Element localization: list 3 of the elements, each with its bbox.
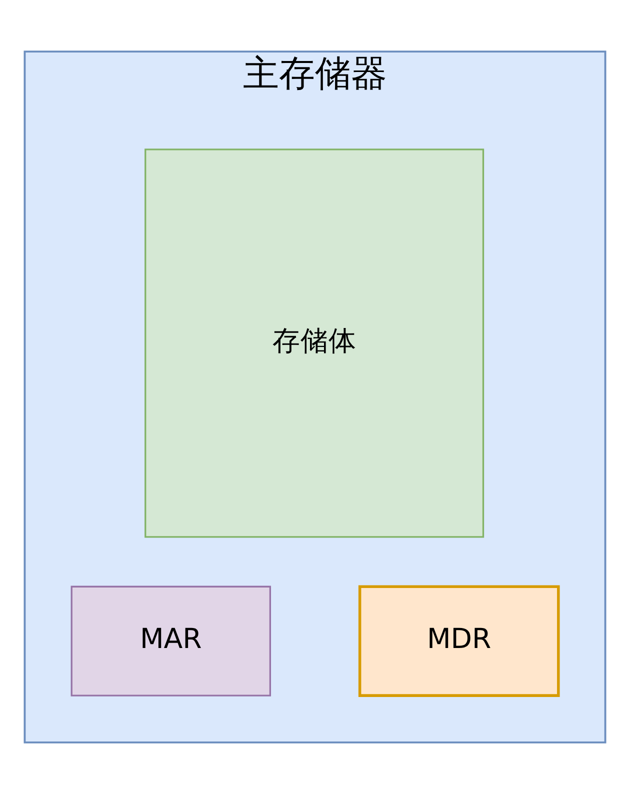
node-box: MAR bbox=[70, 586, 271, 696]
node-box: 存储体 bbox=[144, 148, 484, 538]
node-box: MDR bbox=[358, 585, 560, 697]
